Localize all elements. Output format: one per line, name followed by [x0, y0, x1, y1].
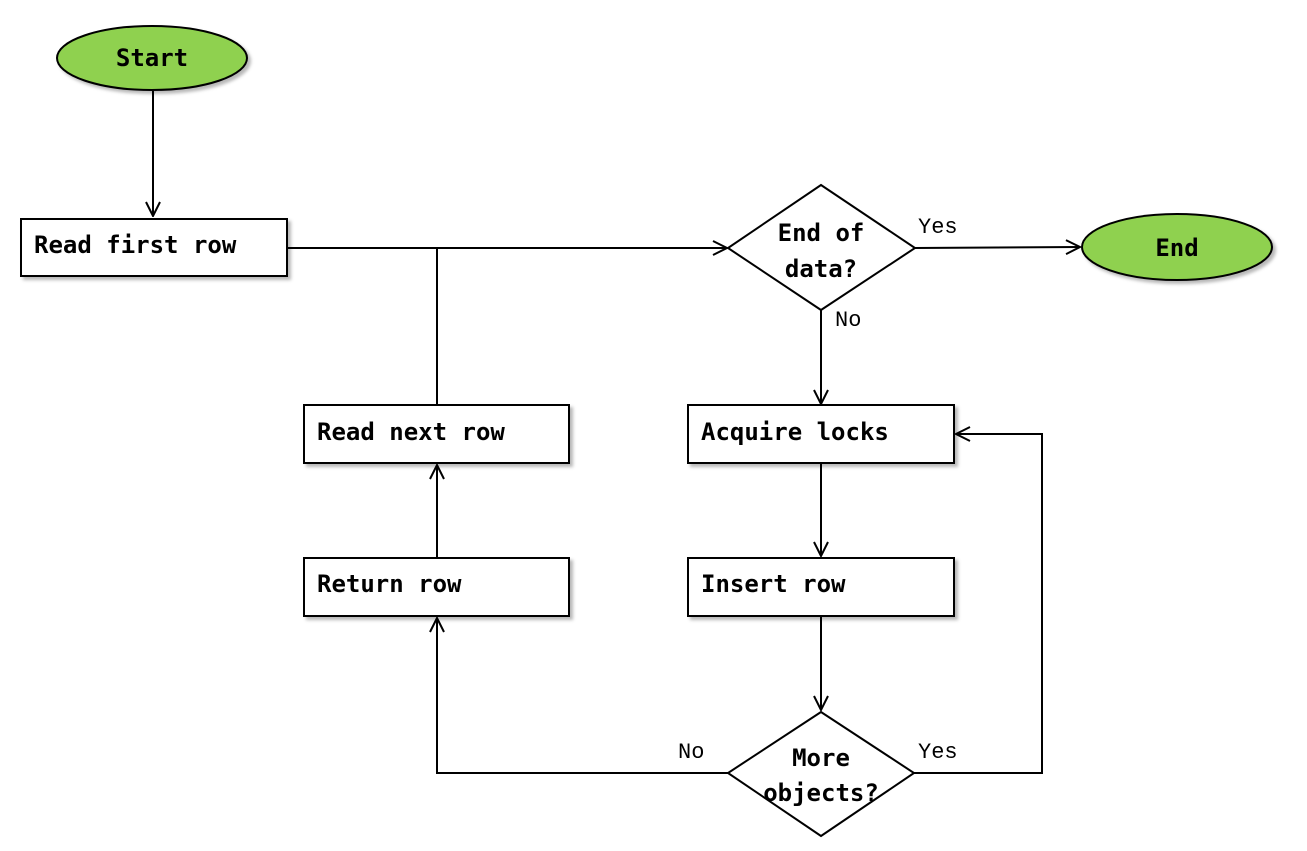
more-objects-node: More objects? [726, 710, 916, 838]
edge-more-objects-yes-to-acquire-locks [914, 434, 1043, 774]
read-next-row-node: Read next row [303, 404, 570, 464]
end-of-data-yes-label: Yes [918, 215, 958, 240]
return-row-label: Return row [317, 570, 462, 598]
more-objects-diamond [726, 710, 916, 838]
read-first-row-box [20, 218, 288, 277]
end-node [1081, 213, 1273, 281]
acquire-locks-box [687, 404, 955, 464]
return-row-box [303, 557, 570, 617]
more-objects-label-line-1: More [792, 744, 850, 772]
end-of-data-node: End of data? [726, 183, 917, 312]
more-objects-yes-label: Yes [918, 740, 958, 765]
acquire-locks-label: Acquire locks [701, 418, 889, 446]
end-label: End [1155, 234, 1198, 262]
more-objects-no-label: No [678, 740, 704, 765]
insert-row-box [687, 557, 955, 617]
start-label: Start [116, 44, 188, 72]
end-of-data-label-line-1: End of [778, 219, 865, 247]
end-of-data-no-label: No [835, 308, 861, 333]
end-of-data-label-line-2: data? [785, 255, 857, 283]
end-terminal-shape [1081, 213, 1273, 281]
connectors [153, 91, 1080, 774]
read-next-row-label: Read next row [317, 418, 505, 446]
read-first-row-node: Read first row [20, 218, 288, 277]
start-node [56, 25, 248, 91]
return-row-node: Return row [303, 557, 570, 617]
insert-row-node: Insert row [687, 557, 955, 617]
acquire-locks-node: Acquire locks [687, 404, 955, 464]
more-objects-label-line-2: objects? [763, 779, 879, 807]
read-next-row-box [303, 404, 570, 464]
end-of-data-diamond [726, 183, 917, 312]
read-first-row-label: Read first row [34, 231, 237, 259]
insert-row-label: Insert row [701, 570, 846, 598]
edge-end-of-data-yes-to-end [914, 247, 1080, 248]
edge-more-objects-no-to-return-row [437, 618, 728, 774]
start-terminal-shape [56, 25, 248, 91]
